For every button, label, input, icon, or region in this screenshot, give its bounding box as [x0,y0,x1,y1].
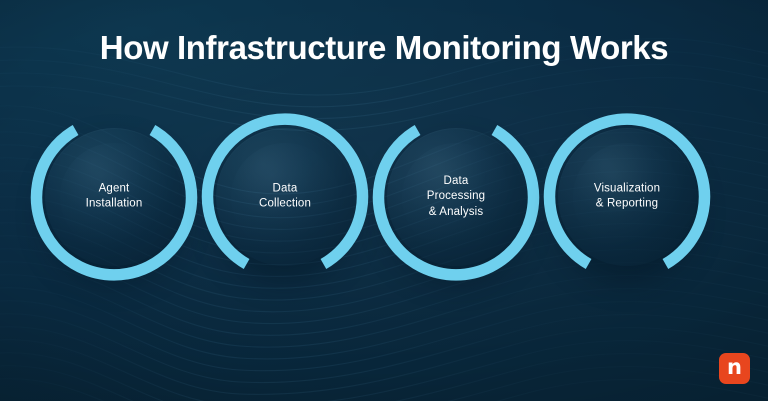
step-arc-gap-bottom [201,113,369,269]
step-label: Data Collection [259,182,311,210]
ninjaone-logo[interactable]: n [719,353,750,384]
process-step-data-processing-analysis[interactable]: Data Processing & Analysis [371,112,541,282]
step-label: Agent Installation [85,182,143,210]
process-step-data-collection[interactable]: Data Collection [200,112,370,282]
process-step-agent-installation[interactable]: Agent Installation [29,112,199,282]
ninjaone-logo-glyph: n [727,355,742,379]
page-title: How Infrastructure Monitoring Works [99,29,669,66]
step-label: Visualization & Reporting [593,182,661,210]
step-disc [558,128,696,266]
step-disc [216,128,354,266]
step-disc [45,128,183,266]
step-label: Data Processing & Analysis [426,174,486,218]
step-arc-gap-bottom [543,113,711,269]
process-step-visualization-reporting[interactable]: Visualization & Reporting [542,112,712,282]
step-disc [387,128,525,266]
step-arc-gap-top [372,125,540,281]
step-arc-gap-top [30,125,198,281]
